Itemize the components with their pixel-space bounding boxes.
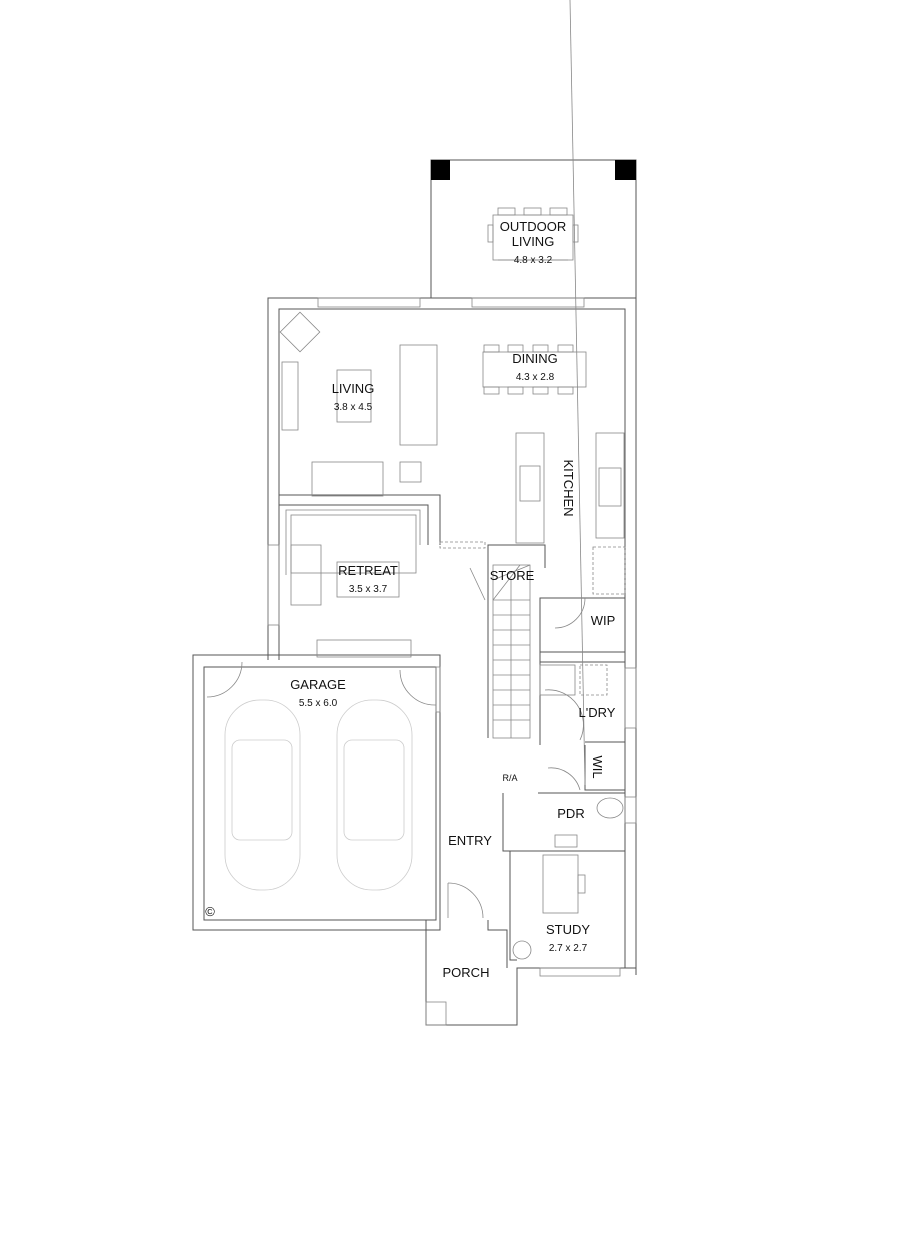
outdoor-living-area: OUTDOOR LIVING 4.8 x 3.2 <box>430 159 637 299</box>
room-size: 3.8 x 4.5 <box>334 402 373 413</box>
copyright-symbol: © <box>205 904 215 919</box>
room-label: L'DRY <box>579 705 616 720</box>
room-size: 4.8 x 3.2 <box>514 255 553 266</box>
walls <box>192 297 637 1026</box>
room-size: 3.5 x 3.7 <box>349 584 388 595</box>
room-label: PDR <box>557 806 584 821</box>
room-size: 4.3 x 2.8 <box>516 372 555 383</box>
furniture <box>279 311 626 960</box>
room-label: STORE <box>490 568 535 583</box>
room-label: GARAGE <box>290 677 346 692</box>
room-label: KITCHEN <box>561 459 576 516</box>
staircase <box>492 564 531 739</box>
doors <box>206 0 586 919</box>
post <box>431 160 450 180</box>
room-size: 5.5 x 6.0 <box>299 698 338 709</box>
room-size: 2.7 x 2.7 <box>549 943 588 954</box>
room-label: ENTRY <box>448 833 492 848</box>
room-label: PORCH <box>443 965 490 980</box>
room-label: LIVING <box>332 381 375 396</box>
room-label: OUTDOOR <box>500 219 566 234</box>
room-label: DINING <box>512 351 558 366</box>
room-label: WIL <box>590 755 605 778</box>
room-label: STUDY <box>546 922 590 937</box>
room-label: RETREAT <box>338 563 398 578</box>
outdoor-table <box>487 207 579 261</box>
cars <box>224 699 413 891</box>
room-label: WIP <box>591 613 616 628</box>
room-label: LIVING <box>512 234 555 249</box>
post <box>615 160 636 180</box>
ra-annotation: R/A <box>502 773 517 783</box>
